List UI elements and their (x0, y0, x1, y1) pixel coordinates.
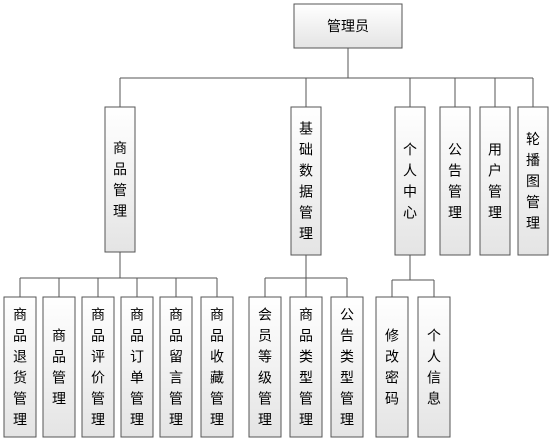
node-root: 管理员 (293, 3, 403, 49)
node-box (159, 296, 193, 438)
node-label: 用户管理 (488, 143, 502, 222)
node-box (104, 106, 136, 253)
node-l2-message: 商品留言管理 (159, 296, 193, 438)
node-box (479, 106, 511, 256)
node-label: 商品退货管理 (13, 308, 27, 429)
connector-lines (19, 48, 534, 297)
node-l2-member: 会员等级管理 (248, 296, 282, 438)
node-label: 商品管理 (52, 329, 66, 408)
node-label: 会员等级管理 (258, 308, 272, 429)
node-l1-personal: 个人中心 (394, 106, 426, 256)
node-label: 公告类型管理 (340, 308, 354, 429)
node-box (439, 106, 471, 256)
node-box (394, 106, 426, 256)
node-label: 商品管理 (113, 141, 127, 220)
node-l2-favorite: 商品收藏管理 (200, 296, 234, 438)
node-label: 基础数据管理 (299, 121, 313, 243)
node-l2-goodstype: 商品类型管理 (289, 296, 323, 438)
node-label: 商品类型管理 (299, 308, 313, 429)
node-box (248, 296, 282, 438)
node-box (517, 106, 549, 256)
node-box (81, 296, 115, 438)
node-l1-basic: 基础数据管理 (290, 106, 322, 256)
node-box (375, 296, 409, 438)
node-l2-return: 商品退货管理 (3, 296, 37, 438)
node-box (3, 296, 37, 438)
node-box (42, 296, 76, 438)
node-label: 轮播图管理 (526, 132, 540, 232)
node-label: 商品订单管理 (130, 308, 144, 429)
node-l1-goods: 商品管理 (104, 106, 136, 253)
node-label: 商品收藏管理 (210, 308, 224, 429)
node-box (120, 296, 154, 438)
node-label: 公告管理 (448, 143, 462, 222)
node-box (290, 106, 322, 256)
node-l2-order: 商品订单管理 (120, 296, 154, 438)
node-l2-goods: 商品管理 (42, 296, 76, 438)
node-label: 个人信息 (427, 329, 441, 408)
node-label: 商品评价管理 (91, 308, 105, 429)
node-l1-carousel: 轮播图管理 (517, 106, 549, 256)
node-l2-info: 个人信息 (417, 296, 451, 438)
node-label: 管理员 (327, 19, 369, 35)
node-label: 个人中心 (403, 143, 417, 222)
node-l2-review: 商品评价管理 (81, 296, 115, 438)
node-l2-noticetype: 公告类型管理 (330, 296, 364, 438)
node-l1-notice: 公告管理 (439, 106, 471, 256)
node-label: 修改密码 (385, 329, 399, 408)
node-l1-user: 用户管理 (479, 106, 511, 256)
node-box (293, 3, 403, 49)
node-l2-password: 修改密码 (375, 296, 409, 438)
node-label: 商品留言管理 (169, 308, 183, 429)
node-box (417, 296, 451, 438)
node-box (330, 296, 364, 438)
node-box (200, 296, 234, 438)
node-box (289, 296, 323, 438)
